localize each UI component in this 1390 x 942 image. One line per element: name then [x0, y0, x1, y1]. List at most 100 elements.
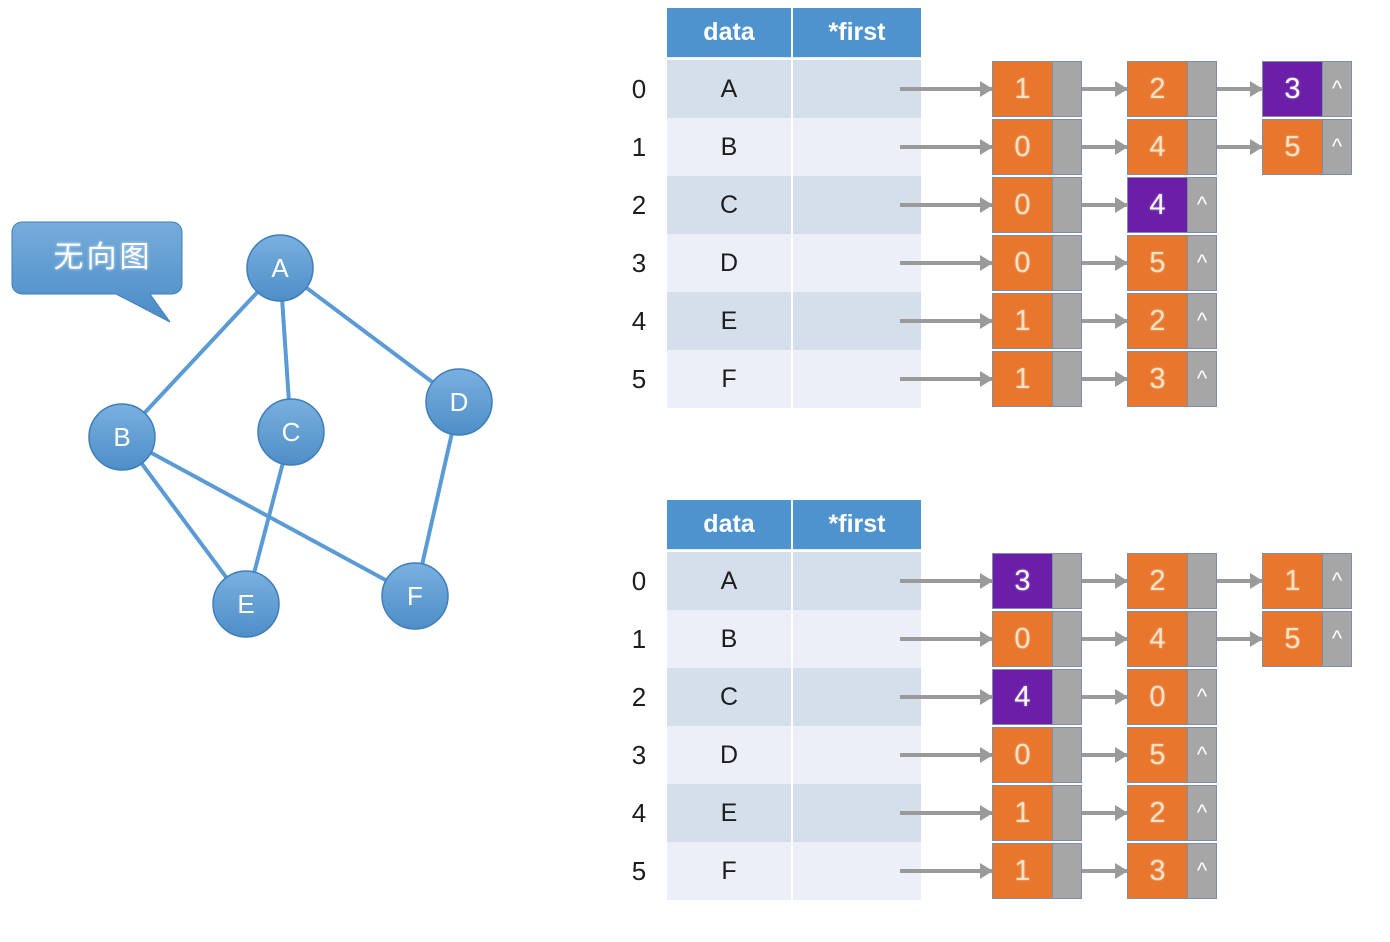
list-node[interactable]: 0 [992, 611, 1082, 667]
next-pointer-arrow [1082, 139, 1128, 155]
linked-list-row: 0 4^ [900, 176, 1352, 234]
list-node[interactable]: 0 [992, 177, 1082, 233]
list-node[interactable]: 0 [992, 235, 1082, 291]
list-node[interactable]: 5^ [1262, 611, 1352, 667]
cell-data: C [667, 176, 791, 234]
cell-first-pointer [793, 842, 921, 900]
list-node-value: 5 [1128, 728, 1187, 782]
list-node-next [1052, 294, 1081, 348]
cell-data: A [667, 552, 791, 610]
graph-node-b[interactable]: B [88, 403, 156, 471]
list-node[interactable]: 1^ [1262, 553, 1352, 609]
cell-data: D [667, 234, 791, 292]
first-pointer-arrow [900, 81, 993, 97]
list-node[interactable]: 3 [992, 553, 1082, 609]
first-pointer-arrow [900, 689, 993, 705]
list-node[interactable]: 3^ [1262, 61, 1352, 117]
linked-list-row: 1 2^ [900, 784, 1352, 842]
list-node-next: ^ [1187, 294, 1216, 348]
cell-first-pointer [793, 784, 921, 842]
list-node[interactable]: 3^ [1127, 843, 1217, 899]
list-node-value: 0 [1128, 670, 1187, 724]
graph-svg: A B C D E F [11, 221, 493, 638]
table-header-row: data*first [667, 500, 923, 549]
list-node-next: ^ [1187, 844, 1216, 898]
list-node-next: ^ [1322, 62, 1351, 116]
cell-first-pointer [793, 60, 921, 118]
row-index: 2 [631, 682, 647, 712]
cell-first-pointer [793, 726, 921, 784]
next-pointer-arrow [1217, 81, 1263, 97]
list-node-value: 0 [993, 178, 1052, 232]
column-header-first: *first [793, 8, 921, 57]
list-node[interactable]: 1 [992, 843, 1082, 899]
next-pointer-arrow [1082, 689, 1128, 705]
list-node-next [1187, 120, 1216, 174]
list-node-next: ^ [1187, 236, 1216, 290]
list-node-next [1052, 120, 1081, 174]
list-node-value: 1 [993, 294, 1052, 348]
list-node[interactable]: 5^ [1127, 727, 1217, 783]
list-node[interactable]: 2^ [1127, 785, 1217, 841]
next-pointer-arrow [1082, 631, 1128, 647]
graph-node-a[interactable]: A [246, 234, 314, 302]
list-node[interactable]: 4^ [1127, 177, 1217, 233]
list-node-value: 5 [1263, 612, 1322, 666]
list-node[interactable]: 0 [992, 119, 1082, 175]
list-node-next: ^ [1187, 352, 1216, 406]
list-node[interactable]: 5^ [1262, 119, 1352, 175]
list-node-value: 4 [1128, 178, 1187, 232]
list-node[interactable]: 4 [1127, 119, 1217, 175]
list-node[interactable]: 0^ [1127, 669, 1217, 725]
list-node-next [1187, 554, 1216, 608]
list-node-value: 4 [993, 670, 1052, 724]
cell-first-pointer [793, 234, 921, 292]
list-node[interactable]: 0 [992, 727, 1082, 783]
list-node[interactable]: 2 [1127, 61, 1217, 117]
list-node-value: 3 [1128, 352, 1187, 406]
graph-node-label: C [282, 417, 301, 447]
cell-first-pointer [793, 176, 921, 234]
list-node[interactable]: 1 [992, 61, 1082, 117]
cell-first-pointer [793, 610, 921, 668]
cell-data: F [667, 842, 791, 900]
list-node[interactable]: 4 [992, 669, 1082, 725]
list-node[interactable]: 2 [1127, 553, 1217, 609]
list-node[interactable]: 1 [992, 785, 1082, 841]
list-node[interactable]: 1 [992, 293, 1082, 349]
list-node-next [1052, 554, 1081, 608]
list-node[interactable]: 1 [992, 351, 1082, 407]
next-pointer-arrow [1082, 805, 1128, 821]
row-index: 1 [631, 624, 647, 654]
first-pointer-arrow [900, 805, 993, 821]
graph-node-e[interactable]: E [212, 570, 280, 638]
column-header-data: data [667, 500, 791, 549]
cell-data: F [667, 350, 791, 408]
row-index: 0 [631, 566, 647, 596]
graph-node-f[interactable]: F [381, 562, 449, 630]
next-pointer-arrow [1082, 313, 1128, 329]
graph-node-d[interactable]: D [425, 368, 493, 436]
list-node-next [1052, 352, 1081, 406]
graph-node-label: B [113, 422, 130, 452]
row-index: 0 [631, 74, 647, 104]
graph-node-c[interactable]: C [257, 398, 325, 466]
list-node[interactable]: 5^ [1127, 235, 1217, 291]
next-pointer-arrow [1217, 573, 1263, 589]
list-node[interactable]: 3^ [1127, 351, 1217, 407]
first-pointer-arrow [900, 747, 993, 763]
list-node[interactable]: 4 [1127, 611, 1217, 667]
row-index: 4 [631, 798, 647, 828]
graph-edges [138, 284, 455, 583]
list-node[interactable]: 2^ [1127, 293, 1217, 349]
